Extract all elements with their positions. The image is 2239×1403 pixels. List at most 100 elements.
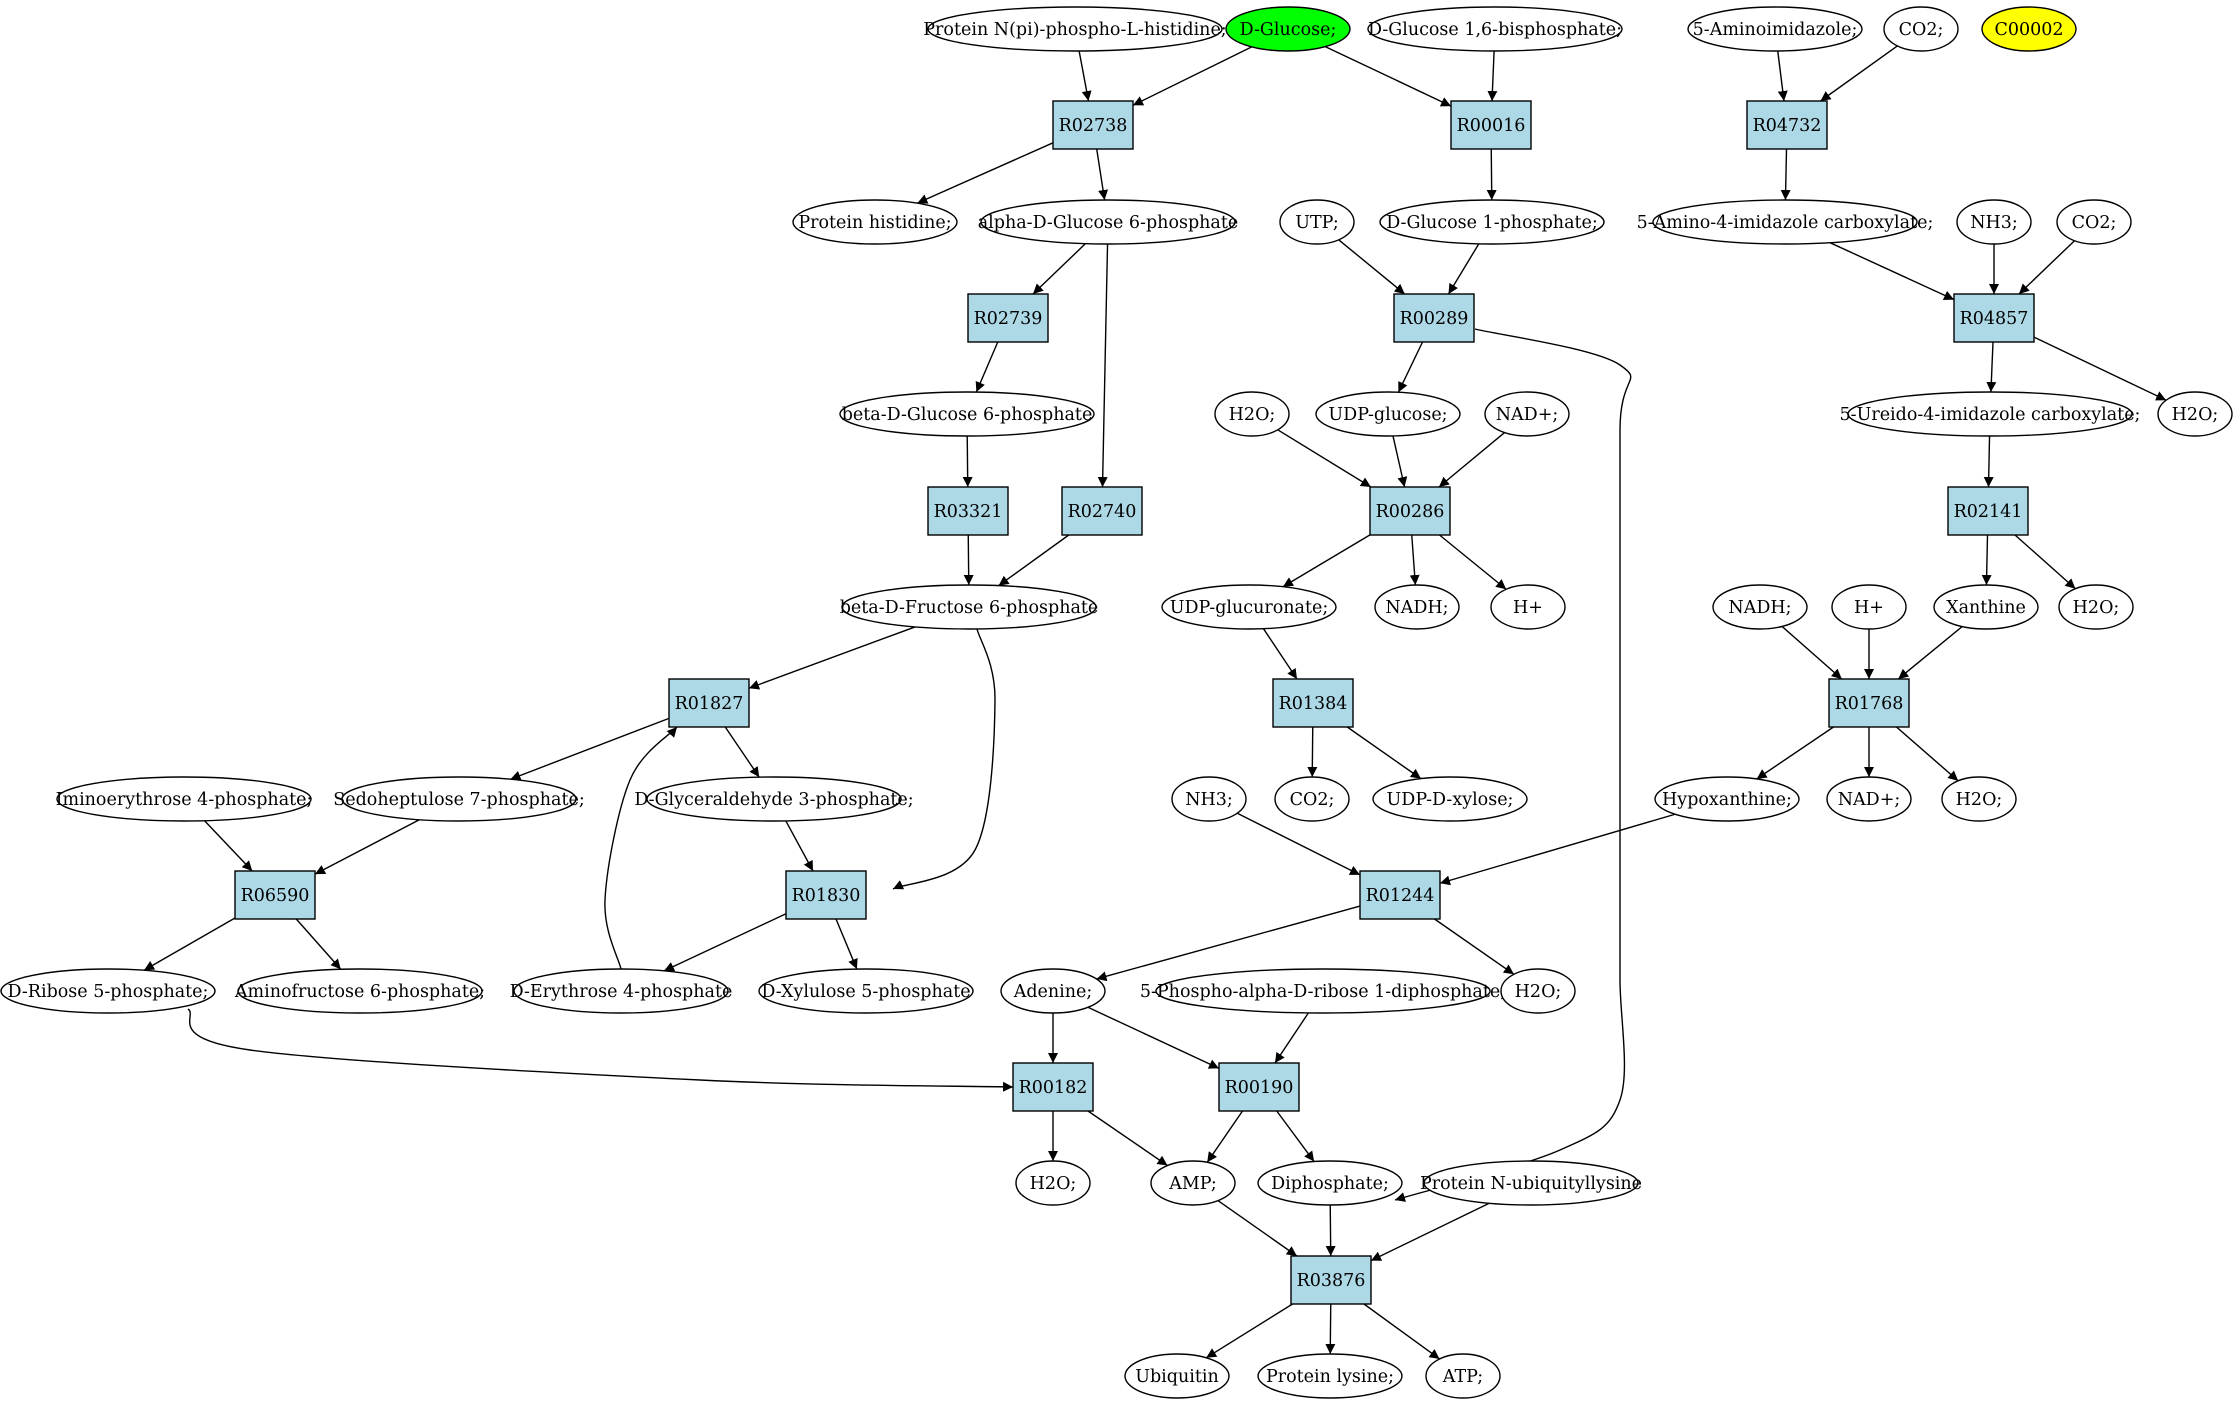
node-label: Diphosphate; [1271, 1174, 1389, 1194]
node-label: CO2; [2072, 213, 2117, 233]
compound-node-h: H+ [1831, 584, 1907, 630]
node-label: ATP; [1442, 1367, 1483, 1387]
reaction-node-r02740: R02740 [1061, 486, 1143, 536]
node-label: Hypoxanthine; [1662, 790, 1792, 810]
compound-ellipse [1956, 199, 2032, 245]
node-label: alpha-D-Glucose 6-phosphate [978, 213, 1239, 233]
compound-ellipse [1654, 776, 1800, 822]
node-label: D-Glucose; [1240, 20, 1337, 40]
node-label: D-Erythrose 4-phosphate [510, 982, 733, 1002]
compound-ellipse [1374, 584, 1460, 630]
compound-ellipse [1712, 584, 1808, 630]
reaction-node-r03321: R03321 [927, 486, 1009, 536]
compound-node-co2: CO2; [1274, 776, 1350, 822]
edge-c_nadp_a-to-r_R00286 [1438, 432, 1506, 488]
node-label: CO2; [1290, 790, 1335, 810]
edge-c_imino4p-to-r_R06590 [204, 820, 253, 872]
edge-c_co2_b-to-r_R04857 [2018, 240, 2076, 295]
edge-c_h2o_a-to-r_R00286 [1277, 429, 1372, 488]
node-label: H2O; [1515, 982, 1562, 1002]
compound-node-beta-d-glucose-6-phosphate: beta-D-Glucose 6-phosphate [839, 391, 1095, 437]
node-label: NH3; [1970, 213, 2018, 233]
node-label: Protein N-ubiquityllysine [1420, 1174, 1642, 1194]
edge-r_R01827-to-c_g3p [724, 726, 760, 778]
edge-c_s7p-to-r_R06590 [314, 819, 420, 875]
compound-ellipse [792, 199, 958, 245]
compound-node-protein-lysine: Protein lysine; [1257, 1353, 1403, 1399]
edge-c_bf6p-to-r_R01827 [748, 626, 916, 690]
compound-ellipse [1826, 776, 1912, 822]
node-label: H2O; [2172, 405, 2219, 425]
compound-node-nh3: NH3; [1171, 776, 1247, 822]
compound-node-h2o: H2O; [1500, 968, 1576, 1014]
compound-node-protein-n-pi-phospho-l-histidine: Protein N(pi)-phospho-L-histidine; [923, 6, 1227, 52]
edge-r_R02738-to-c_ag6p [1096, 148, 1109, 201]
node-label: H2O; [1229, 405, 1276, 425]
reaction-box [1746, 100, 1828, 150]
reaction-node-r01244: R01244 [1359, 870, 1441, 920]
reaction-box [668, 678, 750, 728]
reaction-box [1218, 1062, 1300, 1112]
compound-ellipse [1015, 1160, 1091, 1206]
node-label: Aminofructose 6-phosphate; [234, 982, 485, 1002]
compound-ellipse [341, 776, 577, 822]
compound-ellipse [1425, 1353, 1501, 1399]
reaction-box [1947, 486, 2029, 536]
edge-c_xanthine-to-r_R01768 [1897, 626, 1963, 680]
reaction-node-r01827: R01827 [668, 678, 750, 728]
node-label: H+ [1854, 598, 1884, 618]
edge-r_R03321-to-c_bf6p [963, 534, 974, 586]
compound-ellipse [1883, 6, 1959, 52]
edge-c_bf6p-to-r_R01830 [892, 628, 996, 890]
node-label: NH3; [1185, 790, 1233, 810]
node-label: R00190 [1225, 1078, 1294, 1098]
node-label: R00016 [1457, 116, 1526, 136]
node-label: Sedoheptulose 7-phosphate; [333, 790, 584, 810]
compound-node-d-glyceraldehyde-3-phosphate: D-Glyceraldehyde 3-phosphate; [634, 776, 914, 822]
compound-ellipse [758, 968, 974, 1014]
edge-c_ag6p-to-r_R02739 [1032, 243, 1086, 295]
reaction-node-r00190: R00190 [1218, 1062, 1300, 1112]
node-label: H2O; [1030, 1174, 1077, 1194]
node-label: R03876 [1297, 1271, 1366, 1291]
node-label: UDP-glucuronate; [1170, 598, 1329, 618]
compound-ellipse [1379, 199, 1605, 245]
node-label: Protein histidine; [798, 213, 951, 233]
compound-node-nad: NAD+; [1826, 776, 1912, 822]
edge-c_g3p-to-r_R01830 [785, 820, 814, 872]
reaction-box [1828, 678, 1910, 728]
node-label: NAD+; [1496, 405, 1559, 425]
edge-c_bg6p-to-r_R03321 [962, 435, 973, 488]
compound-ellipse [56, 776, 312, 822]
edge-r_R01384-to-c_udpxyl [1346, 726, 1422, 780]
edge-c_5u4icarb-to-r_R02141 [1983, 435, 1994, 488]
reaction-node-r06590: R06590 [234, 870, 316, 920]
reaction-box [1953, 293, 2035, 343]
edge-c_prpp-to-r_R00190 [1274, 1012, 1309, 1064]
compound-ellipse [1484, 391, 1570, 437]
reaction-node-r04857: R04857 [1953, 293, 2035, 343]
reaction-box [1052, 100, 1134, 150]
compound-ellipse [0, 968, 216, 1014]
node-label: D-Ribose 5-phosphate; [8, 982, 209, 1002]
edge-r_R06590-to-c_r5p [143, 917, 236, 971]
node-label: beta-D-Fructose 6-phosphate [840, 598, 1099, 618]
compound-ellipse [1171, 776, 1247, 822]
edge-c_e4p-to-r_R01827 [604, 726, 678, 970]
edge-r_R04857-to-c_h2o_b [2033, 336, 2167, 401]
edge-c_dglucose-to-r_R00016 [1324, 45, 1452, 107]
edge-r_R01244-to-c_adenine [1096, 905, 1361, 982]
compound-node-atp: ATP; [1425, 1353, 1501, 1399]
edge-c_5a4icarb-to-r_R04857 [1829, 242, 1955, 301]
node-label: R02738 [1059, 116, 1128, 136]
compound-ellipse [1981, 6, 2077, 52]
compound-node-ubiquitin: Ubiquitin [1124, 1353, 1230, 1399]
edge-r_R02141-to-c_xanthine [1981, 534, 1992, 586]
edge-r_R02738-to-c_prot_his [917, 142, 1054, 204]
edge-c_diphos-to-r_R03876 [1325, 1204, 1336, 1257]
reaction-node-r03876: R03876 [1290, 1255, 1372, 1305]
compound-node-utp: UTP; [1279, 199, 1355, 245]
node-label: beta-D-Glucose 6-phosphate [842, 405, 1093, 425]
reaction-box [1369, 486, 1451, 536]
reaction-box [1272, 678, 1354, 728]
